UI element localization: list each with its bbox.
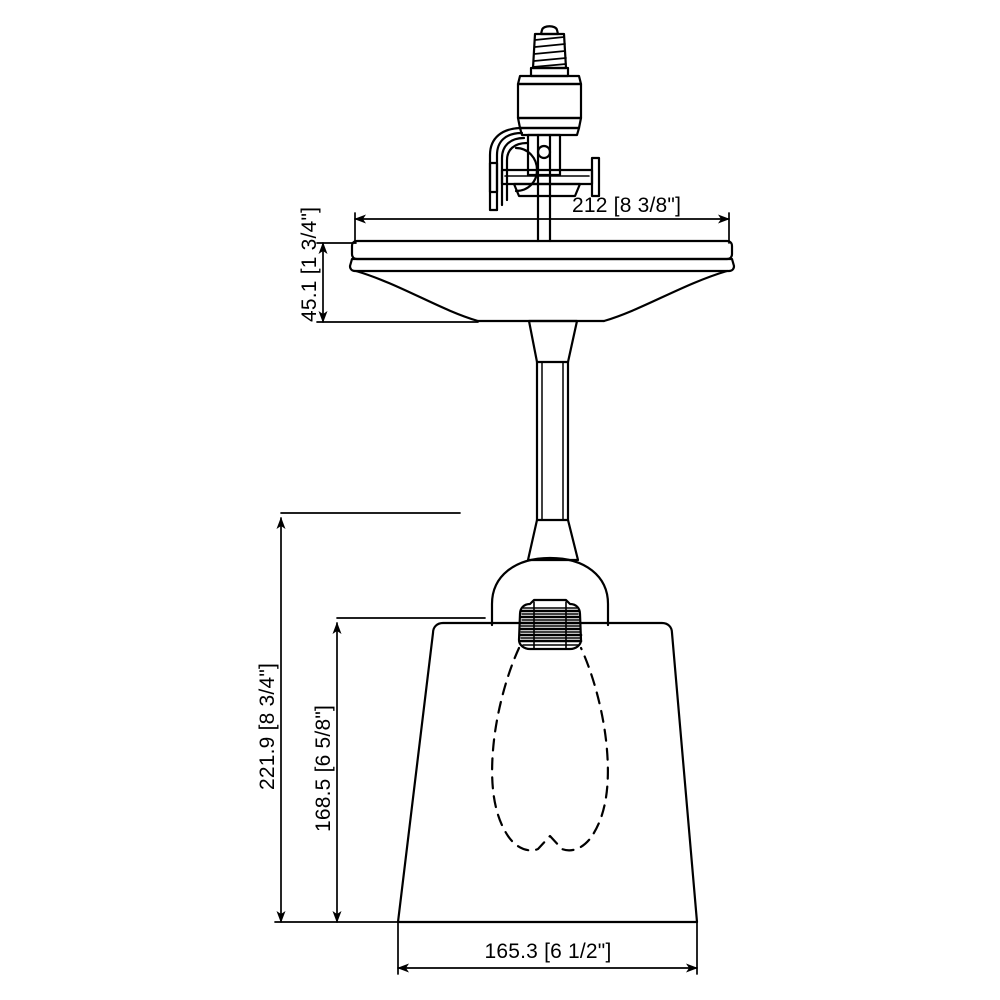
socket-adapter-body-part xyxy=(516,74,583,137)
mounting-bracket-part xyxy=(488,126,601,212)
socket-dome-outline xyxy=(490,556,610,627)
shade-outline xyxy=(396,621,699,924)
bracket-hook-outer xyxy=(495,131,524,212)
bulb-base-thread-hatch-fine xyxy=(520,607,582,646)
canopy-bowl-right xyxy=(602,269,729,323)
canopy-top-plate xyxy=(350,239,734,261)
bracket-right-end-cap xyxy=(590,156,601,198)
bracket-left-end-cap xyxy=(488,161,499,194)
bulb-glass-outline xyxy=(491,646,609,852)
dimension-label-shade-width: 165.3 [6 1/2"] xyxy=(484,940,611,963)
stem-part xyxy=(526,319,580,562)
edison-plug-part xyxy=(529,25,570,78)
edison-plug-thread-lines xyxy=(532,36,567,68)
edison-plug-collar xyxy=(529,66,570,78)
socket-body-lower-ring xyxy=(516,116,583,130)
dimension-label-overall-drop: 221.9 [8 3/4"] xyxy=(256,663,279,790)
edison-plug-tip xyxy=(539,25,560,36)
dimension-label-canopy-height: 45.1 [1 3/4"] xyxy=(298,207,321,322)
socket-body-barrel xyxy=(516,82,583,120)
bracket-cross-bar xyxy=(500,168,594,186)
shade-part xyxy=(396,621,699,924)
bracket-hook-inner xyxy=(505,141,529,202)
canopy-part xyxy=(348,239,736,323)
stem-upper-flare xyxy=(527,319,579,364)
dimension-label-canopy-width: 212 [8 3/8"] xyxy=(572,194,681,217)
lamp-socket-dome-part xyxy=(490,556,610,627)
bulb-glass-phantom xyxy=(491,646,609,852)
bracket-hook-mid xyxy=(500,136,526,207)
stem-lower-flare xyxy=(526,518,580,562)
dimension-label-shade-height: 168.5 [6 5/8"] xyxy=(312,705,335,832)
canopy-bowl-left xyxy=(354,269,480,323)
socket-body-upper-ring xyxy=(516,74,583,86)
bracket-screw-hole xyxy=(536,144,552,160)
dimension-overall-drop xyxy=(274,512,461,923)
bracket-skirt xyxy=(512,182,582,198)
canopy-rim-ring xyxy=(348,257,736,273)
bulb-base-part xyxy=(517,598,583,651)
dimension-canopy-height xyxy=(316,242,479,323)
bracket-hook-back-plate xyxy=(488,126,524,212)
bulb-base-thread-hatch xyxy=(518,609,583,643)
dimension-canopy-width xyxy=(354,212,730,244)
dimension-shade-height xyxy=(332,617,486,923)
upper-drop-rod xyxy=(536,133,552,243)
dimension-shade-width xyxy=(397,921,698,975)
bulb-base-outline xyxy=(517,598,583,651)
